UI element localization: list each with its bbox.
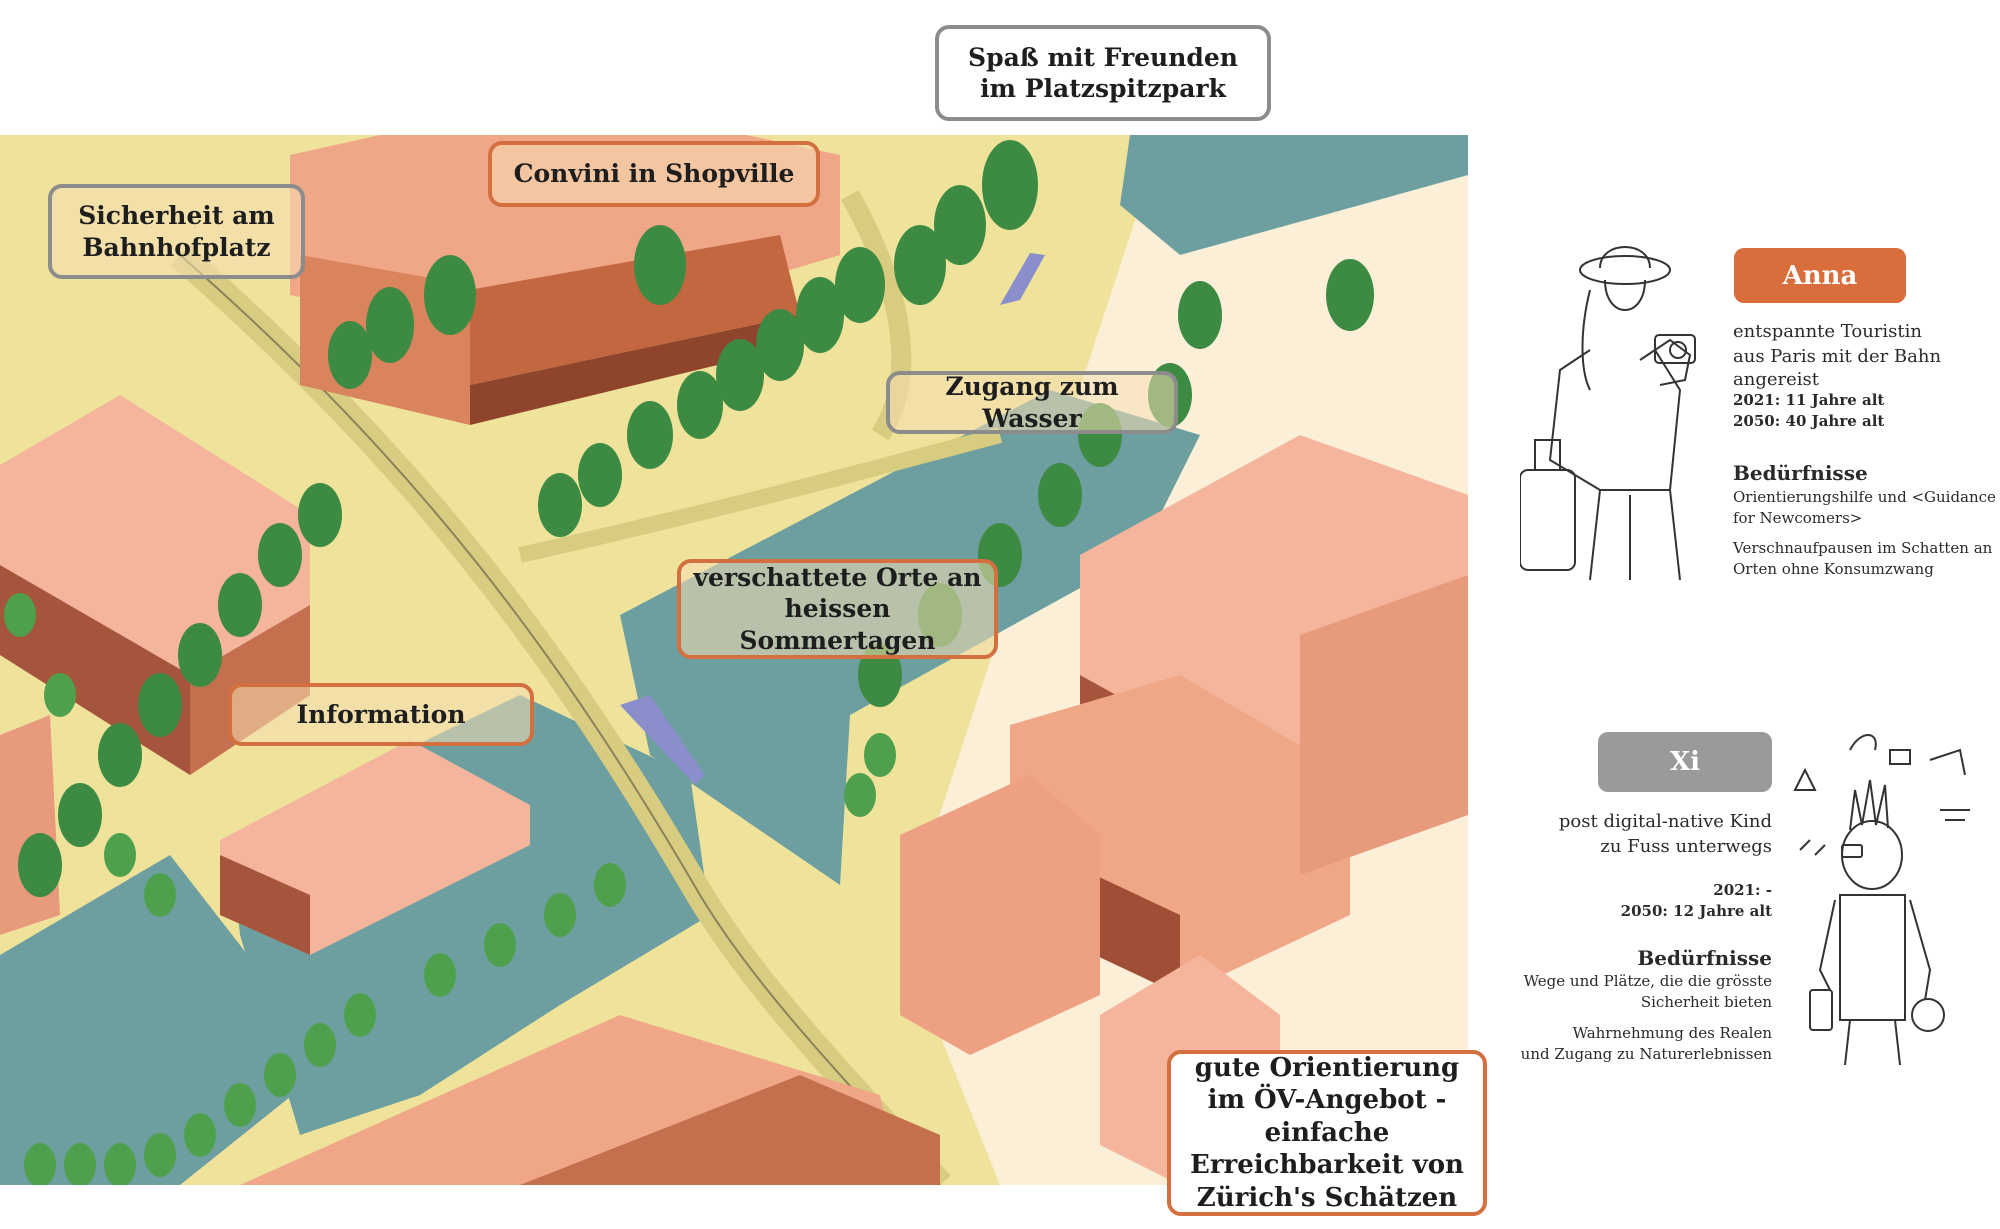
map-illustration — [0, 135, 1468, 1185]
anna-description-1: entspannte Touristin — [1733, 321, 1922, 342]
anna-name-badge: Anna — [1734, 248, 1906, 303]
xi-description-2: zu Fuss unterwegs — [1600, 836, 1772, 857]
anna-need-2a: Verschnaufpausen im Schatten an — [1733, 539, 1993, 557]
trees-light — [4, 593, 896, 1185]
tram-track — [179, 254, 941, 1185]
anna-need-1b: for Newcomers> — [1733, 509, 1863, 527]
anna-needs-heading: Bedürfnisse — [1733, 461, 1868, 485]
river-top — [1120, 135, 1468, 255]
label-schatten: verschattete Orte an heissen Sommertagen — [677, 559, 998, 659]
xi-sketch-icon — [1793, 734, 1970, 1066]
label-shopville: Convini in Shopville — [488, 141, 820, 207]
isometric-city-map — [0, 135, 1468, 1185]
xi-need-1a: Wege und Plätze, die die grösste — [1523, 972, 1772, 990]
anna-age-2021: 2021: 11 Jahre alt — [1733, 391, 1885, 409]
xi-need-2a: Wahrnehmung des Realen — [1572, 1024, 1772, 1042]
xi-need-2b: und Zugang zu Naturerlebnissen — [1520, 1045, 1772, 1063]
anna-sketch-icon — [1520, 246, 1696, 581]
label-wasser: Zugang zum Wasser — [886, 371, 1178, 434]
label-platzspitz: Spaß mit Freunden im Platzspitzpark — [935, 25, 1271, 121]
xi-name-badge: Xi — [1598, 732, 1772, 792]
buildings-right — [900, 435, 1468, 1185]
label-orientierung: gute Orientierung im ÖV-Angebot - einfac… — [1167, 1050, 1487, 1216]
anna-description-2: aus Paris mit der Bahn angereist — [1733, 346, 1942, 391]
xi-description-1: post digital-native Kind — [1558, 811, 1772, 832]
xi-age-2021: 2021: - — [1713, 881, 1772, 899]
anna-need-2b: Orten ohne Konsumzwang — [1733, 560, 1934, 578]
xi-needs-heading: Bedürfnisse — [1637, 946, 1772, 970]
label-bahnhofplatz: Sicherheit am Bahnhofplatz — [48, 184, 305, 279]
buildings-bottom — [240, 1015, 940, 1185]
xi-age-2050: 2050: 12 Jahre alt — [1620, 902, 1772, 920]
label-information: Information — [228, 683, 534, 746]
tram — [620, 695, 705, 785]
road-east — [518, 427, 1003, 563]
anna-age-2050: 2050: 40 Jahre alt — [1733, 412, 1885, 430]
boat — [1000, 253, 1045, 305]
anna-need-1a: Orientierungshilfe und <Guidance — [1733, 488, 1996, 506]
xi-need-1b: Sicherheit bieten — [1640, 993, 1772, 1011]
buildings-left — [0, 395, 530, 955]
